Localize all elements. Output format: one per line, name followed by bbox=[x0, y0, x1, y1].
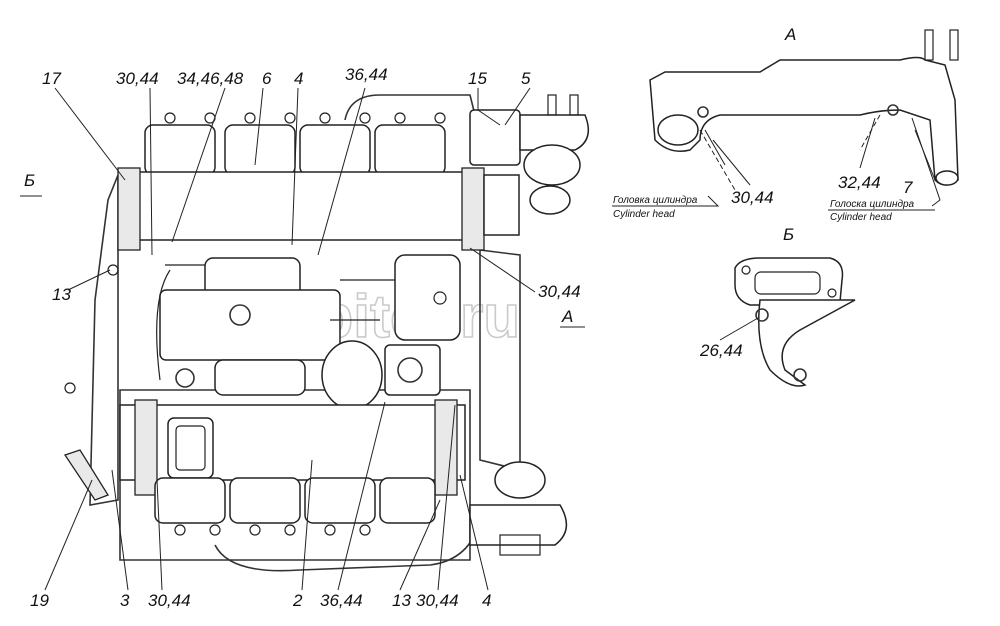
cylinder-head-note-left-en: Cylinder head bbox=[613, 209, 675, 220]
callout-3: 3 bbox=[120, 591, 130, 610]
cylinder-head-note-right-en: Cylinder head bbox=[830, 212, 892, 223]
exhaust-pipe-a bbox=[649, 56, 959, 186]
inset-b-title: Б bbox=[783, 225, 794, 244]
view-marker-a: А bbox=[561, 307, 573, 326]
cylinder-head-note-right-ru: Голоcка цилиндра bbox=[830, 199, 915, 210]
inset-a-callout-7: 7 bbox=[903, 178, 913, 197]
left-frame bbox=[89, 174, 119, 506]
callout-13-left: 13 bbox=[52, 285, 71, 304]
inset-a-callout-30-44: 30,44 bbox=[731, 188, 774, 207]
view-marker-b: Б bbox=[24, 171, 35, 190]
callout-4-top: 4 bbox=[294, 69, 303, 88]
left-flange-bottom bbox=[134, 399, 158, 496]
turbocharger-bottom bbox=[469, 461, 568, 556]
central-components bbox=[156, 254, 461, 410]
callout-36-44-top: 36,44 bbox=[345, 65, 388, 84]
inset-b-callout-26-44: 26,44 bbox=[699, 341, 743, 360]
inset-a-callout-32-44: 32,44 bbox=[838, 173, 881, 192]
bracket-b bbox=[758, 299, 856, 387]
cylinder-head-note-left-ru: Головка цилиндра bbox=[613, 195, 698, 206]
callout-17: 17 bbox=[42, 69, 61, 88]
leader-lines bbox=[20, 87, 585, 591]
callout-30-44-bottom-right: 30,44 bbox=[416, 591, 459, 610]
top-pipe bbox=[344, 94, 476, 121]
intake-port bbox=[167, 417, 214, 479]
callout-15: 15 bbox=[468, 69, 487, 88]
bracket bbox=[63, 449, 109, 501]
callout-34-46-48: 34,46,48 bbox=[177, 69, 244, 88]
engine-drawing bbox=[63, 94, 590, 572]
callout-30-44-bottom-left: 30,44 bbox=[148, 591, 191, 610]
callout-6: 6 bbox=[262, 69, 272, 88]
callout-5: 5 bbox=[521, 69, 531, 88]
callout-19: 19 bbox=[30, 591, 49, 610]
callout-30-44-right: 30,44 bbox=[538, 282, 581, 301]
callout-2: 2 bbox=[292, 591, 303, 610]
right-flange-top bbox=[461, 167, 485, 251]
callout-30-44-top: 30,44 bbox=[116, 69, 159, 88]
left-flange-top bbox=[117, 167, 141, 251]
inset-a: А 30,44 32,44 7 Головка цилиндра Cylinde… bbox=[612, 25, 959, 223]
callout-4-bottom: 4 bbox=[482, 591, 491, 610]
bottom-exhaust-ports bbox=[154, 477, 436, 536]
callout-13-bottom: 13 bbox=[392, 591, 411, 610]
right-flange-bottom bbox=[434, 399, 458, 496]
inset-b: Б 26,44 bbox=[699, 225, 856, 387]
top-right-block bbox=[483, 174, 520, 236]
callout-36-44-bottom: 36,44 bbox=[320, 591, 363, 610]
turbocharger-top bbox=[469, 94, 590, 215]
inset-a-title: А bbox=[784, 25, 796, 44]
